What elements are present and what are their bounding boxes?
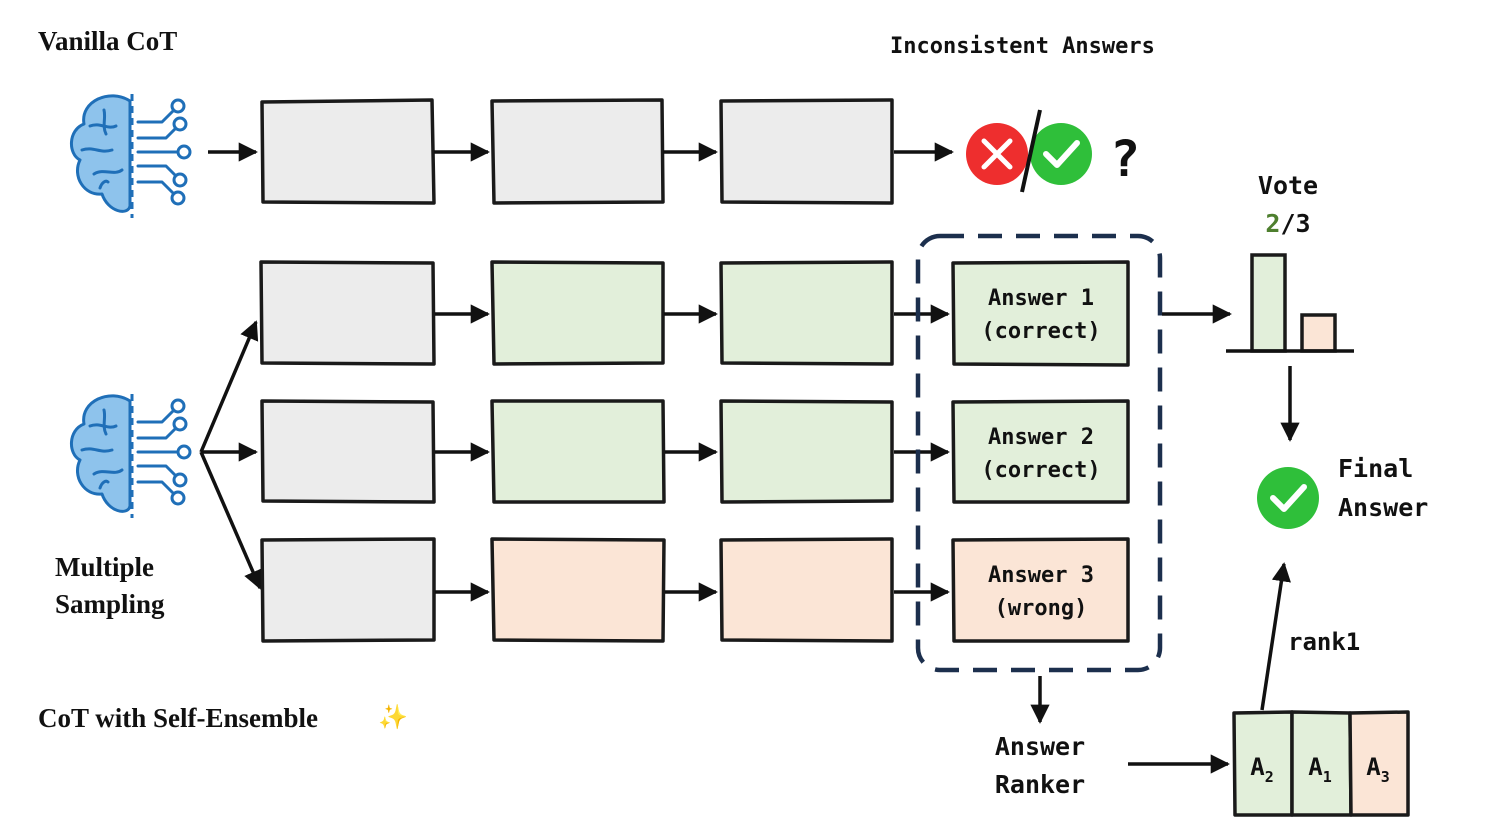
path3-step-2	[490, 537, 666, 643]
sampling-arrow-1	[199, 320, 259, 453]
vote-numerator: 2	[1265, 209, 1280, 238]
path2-step-1	[260, 399, 436, 504]
self-ensemble-title: CoT with Self-Ensemble	[38, 703, 318, 733]
sampling-arrow-3	[199, 451, 262, 590]
vote-bar-correct	[1250, 253, 1287, 353]
path3-step-1	[260, 537, 436, 643]
answer-box-3: Answer 3 (wrong)	[951, 537, 1130, 643]
rank-cell-3	[1348, 710, 1410, 817]
vote-label: Vote	[1258, 171, 1318, 200]
answers-dashed-group	[915, 233, 1163, 673]
rank-item-3: A3	[1366, 753, 1389, 786]
llm-brain-icon	[69, 392, 192, 520]
rank1-arrow	[1260, 562, 1291, 711]
answer-ranker-line2: Ranker	[995, 770, 1085, 799]
check-icon	[1030, 123, 1092, 185]
inconsistent-answers-label: Inconsistent Answers	[890, 34, 1155, 59]
vote-bar-wrong	[1300, 313, 1337, 353]
answer-box-1: Answer 1 (correct)	[951, 260, 1130, 367]
vanilla-cot-title: Vanilla CoT	[38, 26, 177, 56]
answer-3-label: Answer 3	[988, 563, 1094, 588]
vanilla-step-2	[490, 98, 665, 205]
sparkle-icon: ✨	[378, 703, 408, 731]
answer-box-2: Answer 2 (correct)	[951, 399, 1130, 504]
vanilla-step-1	[260, 98, 436, 205]
vote-denominator: /3	[1280, 209, 1310, 238]
vote-fraction: 2/3	[1265, 209, 1310, 238]
path2-step-3	[719, 399, 894, 504]
answer-1-status: (correct)	[981, 319, 1100, 344]
final-check-icon	[1257, 467, 1319, 529]
llm-brain-icon	[69, 92, 192, 220]
path3-step-3	[719, 537, 894, 643]
rank1-label: rank1	[1288, 628, 1360, 656]
multiple-sampling-label-line2: Sampling	[55, 589, 165, 619]
vanilla-step-3	[719, 98, 894, 205]
final-answer-line1: Final	[1338, 454, 1413, 483]
final-answer-line2: Answer	[1338, 493, 1428, 522]
rank-item-1: A2	[1250, 753, 1273, 786]
answer-2-label: Answer 2	[988, 425, 1094, 450]
question-mark: ?	[1110, 130, 1140, 188]
path1-step-2	[490, 260, 665, 366]
ranking-list: A2 A1 A3	[1232, 710, 1410, 817]
answer-3-status: (wrong)	[995, 596, 1088, 621]
cross-icon	[966, 123, 1028, 185]
path1-step-3	[719, 260, 894, 366]
slash-divider	[1020, 109, 1042, 193]
answer-1-label: Answer 1	[988, 286, 1094, 311]
path2-step-2	[490, 399, 666, 504]
rank-item-2: A1	[1308, 753, 1331, 786]
answer-ranker-line1: Answer	[995, 732, 1085, 761]
path1-step-1	[259, 260, 436, 366]
answer-2-status: (correct)	[981, 458, 1100, 483]
multiple-sampling-label-line1: Multiple	[55, 552, 154, 582]
vote-bar-chart	[1226, 253, 1354, 353]
